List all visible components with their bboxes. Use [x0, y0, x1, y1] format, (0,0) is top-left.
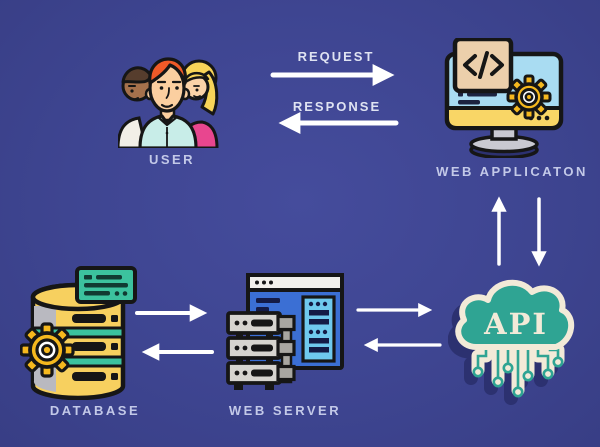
web-server-label: WEB SERVER: [228, 403, 342, 418]
database-label: DATABASE: [49, 403, 141, 418]
database-stack-gear-icon: [20, 266, 137, 400]
circuit-nodes: [472, 356, 564, 398]
web-application-label: WEB APPLICATON: [436, 164, 588, 179]
data-card: [75, 266, 137, 304]
gear-icon: [506, 74, 552, 120]
api-cloud-circuit-icon: API: [448, 279, 574, 405]
users-group-icon: [118, 57, 219, 148]
user-label: USER: [148, 152, 196, 167]
server-rack-browser-icon: [226, 273, 344, 390]
server-rack: [226, 311, 296, 390]
request-label: REQUEST: [297, 49, 375, 64]
user-left-person: [118, 66, 153, 148]
response-label: RESPONSE: [292, 99, 382, 114]
monitor-code-gear-icon: [444, 38, 564, 158]
code-brackets-icon: [452, 38, 514, 94]
gear-icon: [20, 322, 75, 378]
api-cloud: [455, 279, 574, 350]
user-center-person: [138, 57, 198, 148]
api-label: API: [483, 307, 548, 341]
